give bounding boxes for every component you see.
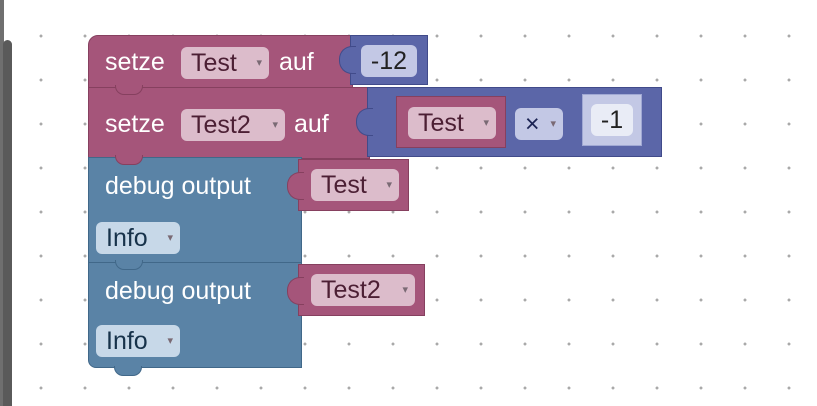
- previous-connector-shape: [115, 85, 143, 95]
- chevron-down-icon: ▾: [402, 284, 408, 296]
- debug-output-block-test2[interactable]: debug output Info ▾: [88, 260, 302, 368]
- to-keyword-label: auf: [294, 110, 329, 138]
- variable-dropdown-label: Test2: [321, 276, 381, 304]
- debug-output-block-test[interactable]: debug output Info ▾: [88, 155, 302, 263]
- number-field-value[interactable]: -1: [591, 104, 633, 136]
- workspace-scrollbar[interactable]: [3, 40, 12, 406]
- operator-label: ×: [525, 110, 540, 138]
- number-block[interactable]: -12: [339, 35, 428, 85]
- variable-dropdown-label: Test: [321, 171, 367, 199]
- chevron-down-icon: ▾: [272, 119, 278, 131]
- arithmetic-block[interactable]: Test ▾ × ▾ -1: [356, 87, 662, 157]
- variable-dropdown-test[interactable]: Test ▾: [408, 107, 496, 139]
- previous-connector-shape: [115, 260, 143, 270]
- chevron-down-icon: ▾: [167, 335, 173, 347]
- variable-dropdown-test[interactable]: Test ▾: [181, 47, 269, 79]
- next-connector-shape: [114, 366, 142, 376]
- workspace-scrollbar-track: [0, 0, 4, 406]
- debug-output-label: debug output: [105, 172, 251, 200]
- output-connector-shape: [339, 46, 356, 74]
- log-level-dropdown[interactable]: Info ▾: [96, 325, 180, 357]
- log-level-label: Info: [106, 224, 148, 252]
- output-connector-shape: [287, 172, 304, 200]
- chevron-down-icon: ▾: [550, 118, 556, 130]
- variable-dropdown-test2[interactable]: Test2 ▾: [181, 109, 285, 141]
- operator-dropdown[interactable]: × ▾: [515, 108, 563, 140]
- chevron-down-icon: ▾: [167, 232, 173, 244]
- log-level-label: Info: [106, 327, 148, 355]
- set-keyword-label: setze: [105, 110, 165, 138]
- previous-connector-shape: [115, 155, 143, 165]
- to-keyword-label: auf: [279, 48, 314, 76]
- output-connector-shape: [356, 108, 373, 136]
- variable-dropdown-label: Test2: [191, 111, 251, 139]
- number-block[interactable]: -1: [582, 94, 642, 146]
- variable-dropdown-label: Test: [191, 49, 237, 77]
- debug-output-label: debug output: [105, 277, 251, 305]
- output-connector-shape: [287, 277, 304, 305]
- chevron-down-icon: ▾: [256, 57, 262, 69]
- variable-getter-block-test2[interactable]: Test2 ▾: [287, 264, 425, 316]
- set-variable-block-test[interactable]: setze Test ▾ auf: [88, 35, 353, 89]
- set-keyword-label: setze: [105, 48, 165, 76]
- variable-getter-block-test[interactable]: Test ▾: [287, 159, 409, 211]
- log-level-dropdown[interactable]: Info ▾: [96, 222, 180, 254]
- number-field-value[interactable]: -12: [361, 45, 417, 77]
- variable-dropdown-label: Test: [418, 109, 464, 137]
- variable-getter-block-test[interactable]: Test ▾: [396, 96, 506, 148]
- chevron-down-icon: ▾: [483, 117, 489, 129]
- variable-dropdown-test[interactable]: Test ▾: [311, 169, 399, 201]
- variable-dropdown-test2[interactable]: Test2 ▾: [311, 274, 415, 306]
- set-variable-block-test2[interactable]: setze Test2 ▾ auf: [88, 85, 370, 159]
- chevron-down-icon: ▾: [386, 179, 392, 191]
